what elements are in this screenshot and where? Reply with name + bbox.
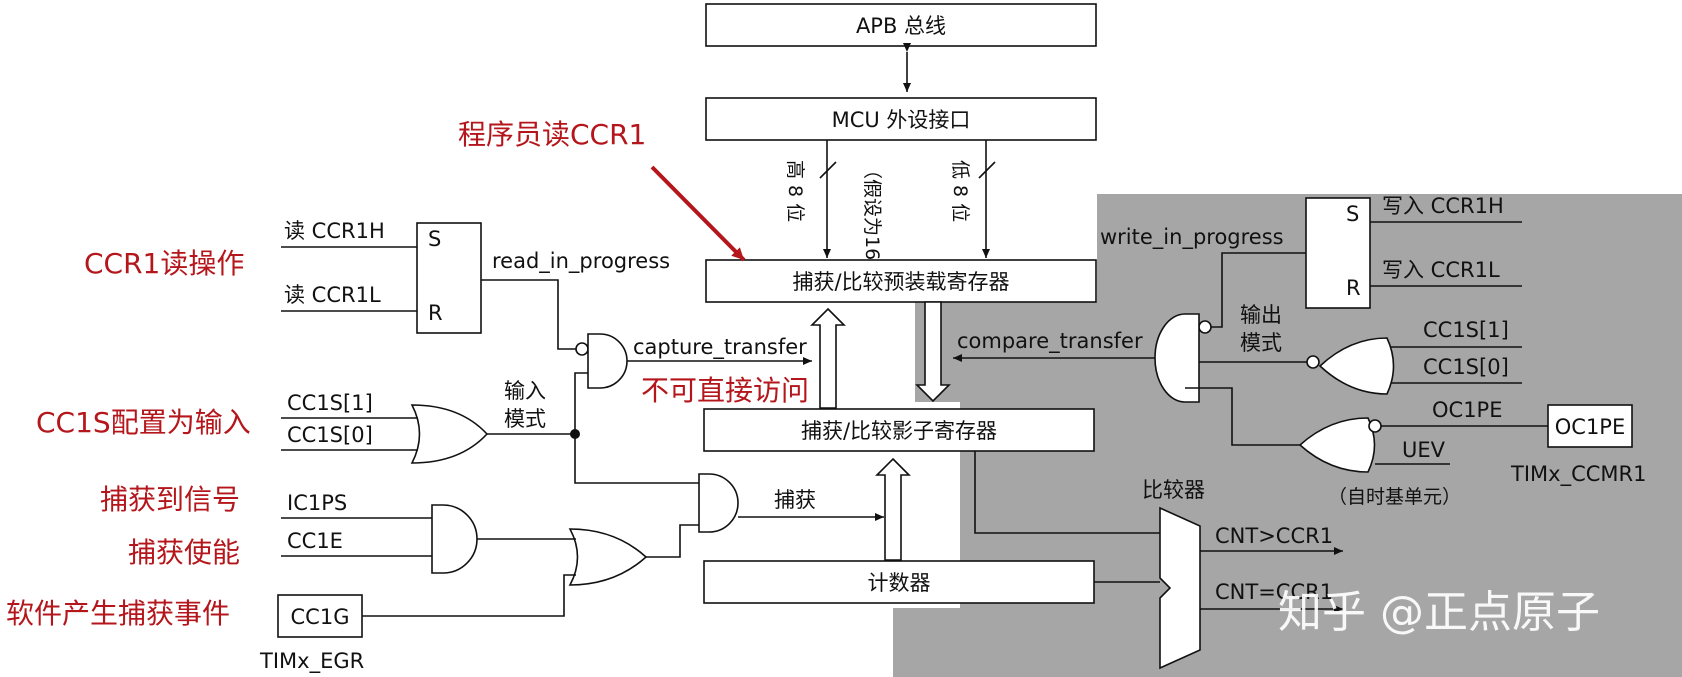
write-sr-latch (1305, 197, 1371, 309)
compare-hollow-arrow (915, 301, 951, 403)
preload-register-label: 捕获/比较预装载寄存器 (792, 270, 1009, 294)
nor-bubble-oc1pe (1368, 419, 1382, 433)
shadow-register-box (703, 408, 1095, 452)
annotation-software-capture: 软件产生捕获事件 (6, 597, 230, 630)
annotation-red-arrow (650, 165, 746, 262)
input-mode-to-and1 (574, 372, 588, 434)
cnt-eq-ccr1-label: CNT=CCR1 (1215, 580, 1333, 604)
or-to-and-capture (646, 524, 699, 558)
uev-label: UEV (1402, 438, 1446, 462)
oc1pe-label: OC1PE (1432, 398, 1503, 422)
cc1e-label: CC1E (287, 529, 343, 553)
cc1g-box (277, 594, 363, 638)
annotation-capture-enable: 捕获使能 (128, 536, 240, 569)
annotation-programmer-reads: 程序员读CCR1 (458, 118, 646, 151)
nor-bubble-output-mode (1306, 355, 1320, 369)
read-sr-latch (416, 222, 482, 334)
read-latch-s: S (428, 227, 441, 251)
capture-label: 捕获 (774, 488, 816, 512)
read-ccr1l-label: 读 CCR1L (284, 283, 381, 307)
mcu-interface-box (705, 97, 1097, 141)
ic1ps-label: IC1PS (287, 491, 347, 515)
apb-bus-label: APB 总线 (856, 14, 946, 38)
preload-register-box (705, 259, 1097, 303)
watermark: 知乎 @正点原子 (1278, 587, 1600, 638)
read-in-progress-wire (481, 279, 576, 350)
cnt-gt-ccr1-label: CNT>CCR1 (1215, 524, 1333, 548)
counter-hollow-arrow (875, 457, 911, 561)
counter-label: 计数器 (868, 571, 931, 595)
shadow-register-label: 捕获/比较影子寄存器 (801, 419, 997, 443)
capture-transfer-label: capture_transfer (633, 335, 807, 360)
cc1s1-left-label: CC1S[1] (287, 391, 373, 415)
inverter-bubble-write (1198, 320, 1212, 334)
timx-egr-label: TIMx_EGR (259, 649, 364, 674)
write-in-progress-wire (1211, 252, 1306, 328)
cc1s0-right-label: CC1S[0] (1423, 355, 1509, 379)
output-mode-label-line1: 输出 (1240, 303, 1282, 327)
preload-nor-gate (1298, 417, 1376, 473)
cc1s0-left-label: CC1S[0] (287, 423, 373, 447)
output-compare-region (893, 194, 1682, 677)
read-ccr1h-label: 读 CCR1H (284, 219, 385, 243)
input-mode-or-gate (410, 404, 489, 464)
capture-or-gate (568, 528, 648, 586)
write-latch-s: S (1346, 202, 1359, 226)
capture-hollow-arrow (810, 307, 846, 409)
apb-bus-box (705, 3, 1097, 47)
compare-transfer-label: compare_transfer (957, 329, 1143, 354)
write-ccr1l-label: 写入 CCR1L (1382, 258, 1500, 282)
read-latch-r: R (428, 301, 443, 325)
input-mode-label: 输入模式 (504, 379, 546, 431)
mcu-interface-label: MCU 外设接口 (832, 108, 971, 132)
write-in-progress-label: write_in_progress (1100, 225, 1284, 250)
capture-and-gate (698, 473, 739, 533)
output-mode-nor-gate (1318, 337, 1395, 395)
comparator-shape (1159, 506, 1201, 670)
input-mode-to-and2 (574, 434, 699, 484)
from-timebase-label: （自时基单元） (1328, 486, 1461, 508)
annotation-no-direct-access: 不可直接访问 (641, 374, 809, 407)
preload-to-compare-and (1185, 387, 1300, 446)
read-in-progress-label: read_in_progress (492, 249, 670, 274)
inverter-bubble-read (575, 342, 589, 356)
ic1ps-cc1e-and-gate (431, 504, 478, 574)
low-byte-slash (978, 161, 996, 179)
comparator-label: 比较器 (1142, 478, 1205, 502)
counter-box (703, 560, 1095, 604)
capture-transfer-and-gate (587, 333, 628, 389)
annotation-cc1s-input: CC1S配置为输入 (36, 406, 251, 439)
oc1pe-box-label: OC1PE (1555, 415, 1626, 439)
write-ccr1h-label: 写入 CCR1H (1382, 194, 1504, 218)
cc1s1-right-label: CC1S[1] (1423, 318, 1509, 342)
cc1g-label: CC1G (291, 605, 350, 629)
oc1pe-box (1547, 404, 1633, 448)
low8-label: 低 8 位 (949, 160, 971, 222)
annotation-capture-signal: 捕获到信号 (100, 483, 240, 516)
shadow-to-comparator (974, 451, 1160, 534)
write-latch-r: R (1346, 276, 1361, 300)
high-byte-slash (819, 161, 837, 179)
annotation-ccr1-read-op: CCR1读操作 (84, 247, 244, 280)
timx-ccmr1-label: TIMx_CCMR1 (1510, 462, 1646, 487)
output-mode-label-line2: 模式 (1240, 331, 1282, 355)
high8-label: 高 8 位 (784, 160, 806, 222)
cc1g-to-or (362, 574, 576, 617)
compare-transfer-and-gate (1154, 313, 1200, 403)
